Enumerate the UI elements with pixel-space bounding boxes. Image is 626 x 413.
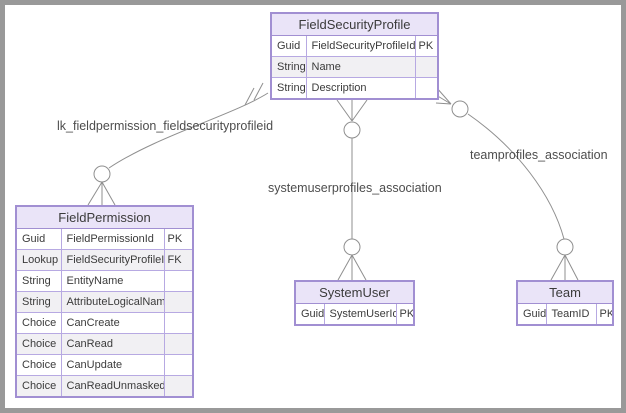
table-row: String AttributeLogicalName bbox=[15, 291, 194, 313]
column-key: PK bbox=[163, 228, 194, 250]
entity-title: Team bbox=[516, 280, 614, 304]
zero-circle-icon bbox=[556, 238, 574, 256]
entity-header: Team bbox=[516, 280, 614, 304]
column-type: Guid bbox=[294, 303, 325, 326]
column-name: CanReadUnmasked bbox=[60, 375, 165, 398]
entity-field-security-profile[interactable]: FieldSecurityProfile Guid FieldSecurityP… bbox=[270, 12, 440, 100]
column-name: FieldSecurityProfileId bbox=[60, 249, 165, 271]
entity-team[interactable]: Team Guid TeamID PK bbox=[516, 280, 615, 326]
table-row: Choice CanUpdate bbox=[15, 354, 194, 376]
column-type: Choice bbox=[15, 375, 62, 398]
column-key: PK bbox=[414, 35, 439, 57]
crows-foot-icon bbox=[550, 254, 579, 281]
entity-header: FieldSecurityProfile bbox=[270, 12, 439, 36]
table-row: Choice CanReadUnmasked bbox=[15, 375, 194, 398]
column-name: FieldSecurityProfileId bbox=[305, 35, 416, 57]
column-key: PK bbox=[395, 303, 415, 326]
column-name: Description bbox=[305, 77, 416, 100]
relationship-label-teamprofiles: teamprofiles_association bbox=[470, 148, 608, 162]
zero-circle-icon bbox=[93, 165, 111, 183]
column-type: Choice bbox=[15, 354, 62, 376]
column-type: Guid bbox=[270, 35, 307, 57]
column-type: Guid bbox=[516, 303, 547, 326]
entity-field-permission[interactable]: FieldPermission Guid FieldPermissionId P… bbox=[15, 205, 195, 398]
column-key bbox=[163, 375, 194, 398]
column-key bbox=[163, 333, 194, 355]
entity-system-user[interactable]: SystemUser Guid SystemUserId PK bbox=[294, 280, 416, 326]
column-key bbox=[163, 291, 194, 313]
zero-circle-icon bbox=[343, 238, 361, 256]
column-name: AttributeLogicalName bbox=[60, 291, 165, 313]
one-tick-icon bbox=[244, 87, 255, 106]
column-key bbox=[163, 270, 194, 292]
zero-circle-icon bbox=[343, 121, 361, 139]
relationship-curve bbox=[108, 92, 269, 169]
relationship-systemuserprofiles bbox=[336, 99, 368, 281]
column-name: CanCreate bbox=[60, 312, 165, 334]
table-row: String Name bbox=[270, 56, 439, 78]
table-row: Choice CanCreate bbox=[15, 312, 194, 334]
entity-title: SystemUser bbox=[294, 280, 415, 304]
crows-foot-icon bbox=[337, 254, 367, 281]
relationship-label-systemuserprofiles: systemuserprofiles_association bbox=[268, 181, 442, 195]
column-type: String bbox=[270, 56, 307, 78]
column-key bbox=[414, 77, 439, 100]
entity-title: FieldSecurityProfile bbox=[270, 12, 439, 36]
relationship-teamprofiles bbox=[435, 86, 579, 281]
column-type: Choice bbox=[15, 333, 62, 355]
table-row: String EntityName bbox=[15, 270, 194, 292]
column-type: Choice bbox=[15, 312, 62, 334]
column-key bbox=[163, 312, 194, 334]
relationship-label-lk-fieldpermission: lk_fieldpermission_fieldsecurityprofilei… bbox=[57, 119, 274, 133]
column-name: TeamID bbox=[545, 303, 597, 326]
column-name: EntityName bbox=[60, 270, 165, 292]
table-row: Guid FieldSecurityProfileId PK bbox=[270, 35, 439, 57]
table-row: Guid SystemUserId PK bbox=[294, 303, 415, 326]
crows-foot-icon bbox=[87, 181, 116, 206]
column-name: SystemUserId bbox=[323, 303, 397, 326]
column-name: CanUpdate bbox=[60, 354, 165, 376]
column-name: CanRead bbox=[60, 333, 165, 355]
entity-header: FieldPermission bbox=[15, 205, 194, 229]
column-name: FieldPermissionId bbox=[60, 228, 165, 250]
column-key: PK bbox=[595, 303, 614, 326]
zero-circle-icon bbox=[451, 100, 469, 118]
column-key: FK bbox=[163, 249, 194, 271]
column-key bbox=[163, 354, 194, 376]
column-type: String bbox=[15, 270, 62, 292]
column-name: Name bbox=[305, 56, 416, 78]
table-row: Guid FieldPermissionId PK bbox=[15, 228, 194, 250]
entity-header: SystemUser bbox=[294, 280, 415, 304]
table-row: Choice CanRead bbox=[15, 333, 194, 355]
relationship-curve bbox=[467, 113, 565, 240]
table-row: String Description bbox=[270, 77, 439, 100]
column-type: String bbox=[270, 77, 307, 100]
column-key bbox=[414, 56, 439, 78]
column-type: Lookup bbox=[15, 249, 62, 271]
relationship-lk-fieldpermission bbox=[87, 82, 269, 206]
column-type: Guid bbox=[15, 228, 62, 250]
table-row: Lookup FieldSecurityProfileId FK bbox=[15, 249, 194, 271]
crows-foot-icon bbox=[336, 99, 368, 122]
one-tick-icon bbox=[253, 82, 264, 101]
table-row: Guid TeamID PK bbox=[516, 303, 614, 326]
column-type: String bbox=[15, 291, 62, 313]
entity-title: FieldPermission bbox=[15, 205, 194, 229]
